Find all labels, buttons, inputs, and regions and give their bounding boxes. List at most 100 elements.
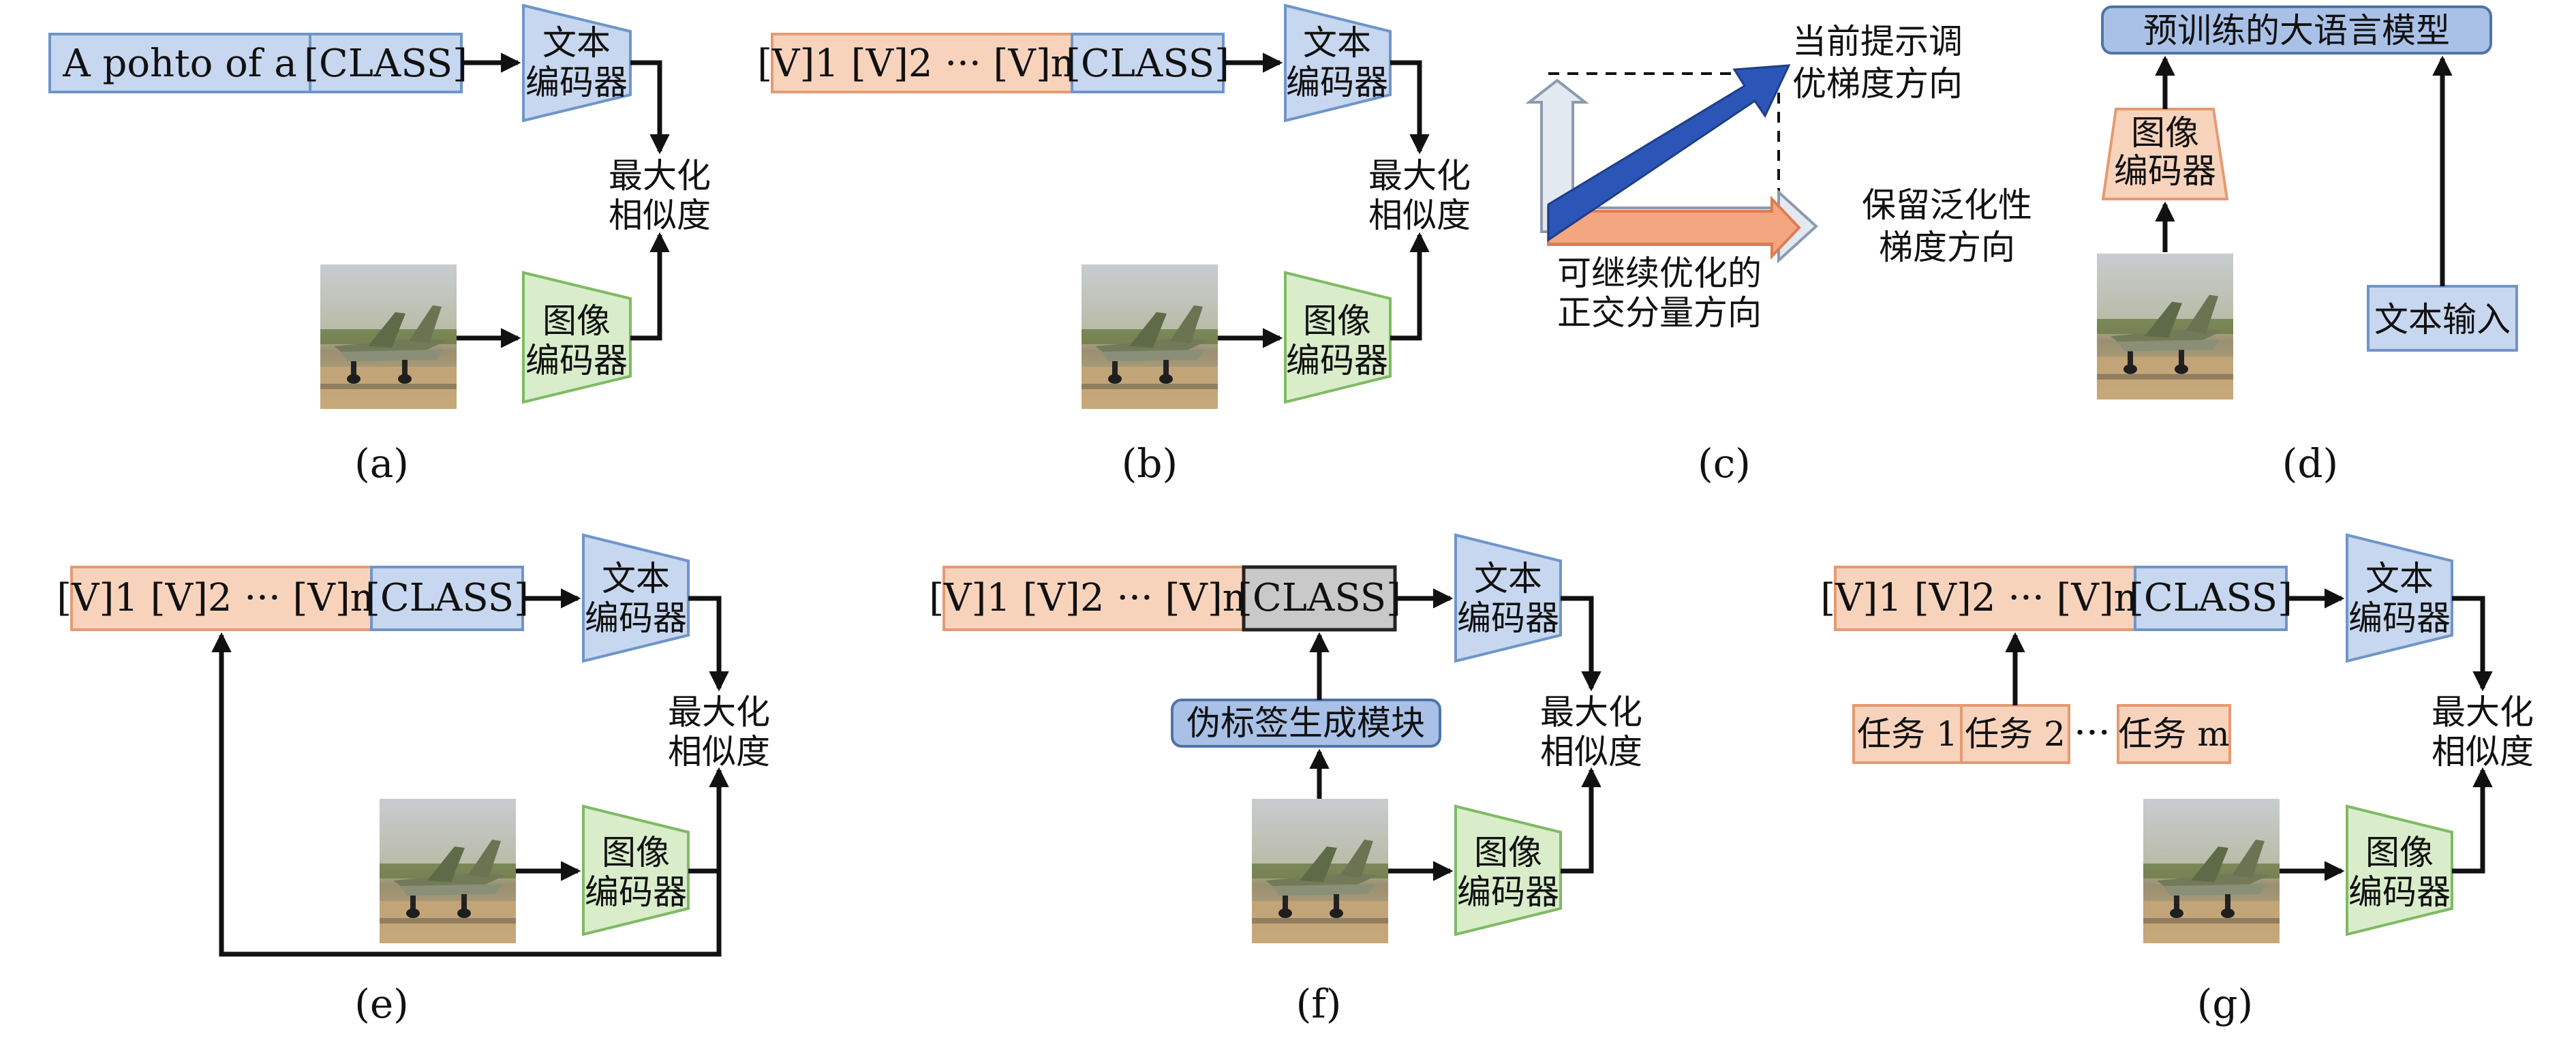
prompt-box	[48, 33, 311, 93]
task-1-box	[1852, 704, 1963, 764]
image-encoder-label-2: 编码器	[2114, 151, 2216, 191]
image-encoder-label-2: 编码器	[1457, 872, 1559, 912]
image-encoder-label: 图像	[602, 833, 670, 872]
maxsim-label: 最大化	[1540, 692, 1642, 732]
maxsim-label: 最大化	[668, 692, 770, 732]
text-encoder-label-2: 编码器	[1457, 598, 1559, 638]
task-2-box	[1960, 704, 2070, 764]
text-encoder-label: 文本	[2365, 559, 2434, 598]
image-encoder	[2346, 804, 2453, 936]
current-gradient-label: 当前提示调	[1792, 22, 1963, 61]
context-tokens: [V]1 [V]2 ··· [V]m	[1820, 576, 2150, 620]
class-box	[2134, 566, 2288, 631]
class-token: [CLASS]	[2129, 576, 2293, 620]
maxsim-label: 最大化	[609, 156, 711, 196]
panel-g: [V]1 [V]2 ··· [V]m [CLASS] 文本 编码器 最大化 相似…	[1820, 533, 2534, 1027]
context-tokens-box	[942, 566, 1245, 631]
caption-g: (g)	[2197, 981, 2253, 1027]
image-encoder-label: 图像	[2365, 833, 2434, 872]
image-encoder-label-2: 编码器	[1286, 341, 1388, 380]
panel-a: A pohto of a [CLASS] 文本 编码器 最大化 相似度 图像 编…	[48, 3, 711, 487]
maxsim-label: 最大化	[2432, 692, 2534, 732]
context-tokens: [V]1 [V]2 ··· [V]m	[57, 576, 386, 620]
class-token: [CLASS]	[1238, 576, 1401, 620]
task-ellipsis: ···	[2074, 711, 2110, 755]
image-encoder-d	[2101, 108, 2229, 200]
current-gradient-label-2: 优梯度方向	[1792, 64, 1963, 104]
text-encoder	[1454, 533, 1562, 663]
airplane-photo-icon	[2143, 799, 2280, 943]
panel-b: [V]1 [V]2 ··· [V]m [CLASS] 文本 编码器 最大化 相似…	[757, 3, 1471, 487]
image-encoder-label: 图像	[1474, 833, 1542, 872]
image-encoder-label-2: 编码器	[585, 872, 687, 912]
class-token: [CLASS]	[365, 576, 529, 620]
image-encoder-label-2: 编码器	[2348, 872, 2451, 912]
text-encoder-label: 文本	[542, 23, 611, 63]
maxsim-label-2: 相似度	[2432, 732, 2534, 772]
maxsim-label-2: 相似度	[668, 732, 770, 772]
image-encoder-label-2: 编码器	[525, 341, 628, 380]
caption-c: (c)	[1698, 440, 1751, 487]
text-encoder-label-2: 编码器	[525, 63, 628, 102]
keep-general-label: 保留泛化性	[1862, 185, 2032, 225]
class-box	[309, 33, 463, 93]
llm-label: 预训练的大语言模型	[2143, 11, 2450, 50]
caption-d: (d)	[2282, 440, 2338, 487]
maxsim-label-2: 相似度	[1540, 732, 1642, 772]
text-encoder	[582, 533, 690, 663]
task-m-box	[2117, 704, 2231, 764]
text-input-label: 文本输入	[2374, 300, 2511, 339]
text-encoder-label-2: 编码器	[585, 598, 687, 638]
caption-e: (e)	[354, 981, 409, 1027]
class-token: [CLASS]	[304, 42, 467, 86]
task-m-label: 任务 m	[2118, 714, 2229, 754]
panel-c: 当前提示调 优梯度方向 保留泛化性 梯度方向 可继续优化的 正交分量方向 (c)	[1525, 22, 2032, 487]
caption-b: (b)	[1122, 440, 1178, 487]
class-token: [CLASS]	[1066, 42, 1229, 86]
image-encoder-label: 图像	[1303, 301, 1371, 341]
image-encoder-label: 图像	[542, 301, 611, 341]
airplane-photo-icon	[1082, 264, 1218, 409]
caption-a: (a)	[354, 440, 409, 487]
pseudo-label-text: 伪标签生成模块	[1186, 703, 1425, 743]
text-encoder	[1284, 3, 1392, 123]
panel-f: [V]1 [V]2 ··· [V]m [CLASS] 文本 编码器 最大化 相似…	[929, 533, 1642, 1027]
text-encoder-label-2: 编码器	[1286, 63, 1388, 102]
llm-box	[2101, 5, 2492, 55]
context-tokens-box	[771, 33, 1073, 93]
image-encoder-label: 图像	[2131, 113, 2199, 153]
airplane-photo-icon	[1252, 799, 1388, 943]
pseudo-label-module	[1171, 699, 1441, 748]
image-encoder	[522, 271, 632, 404]
caption-f: (f)	[1296, 981, 1342, 1027]
image-encoder	[582, 804, 690, 936]
context-tokens: [V]1 [V]2 ··· [V]m	[929, 576, 1259, 620]
task-2-label: 任务 2	[1965, 714, 2066, 754]
orthogonal-arrow	[1547, 196, 1801, 260]
text-encoder	[2346, 533, 2453, 663]
image-encoder	[1454, 804, 1562, 936]
keep-general-label-2: 梯度方向	[1879, 228, 2015, 267]
maxsim-label-2: 相似度	[609, 196, 711, 235]
orthogonal-label: 可继续优化的	[1557, 254, 1762, 293]
context-tokens: [V]1 [V]2 ··· [V]m	[757, 42, 1087, 86]
text-encoder-label: 文本	[1474, 559, 1542, 598]
text-encoder-label-2: 编码器	[2348, 598, 2451, 638]
orthogonal-label-2: 正交分量方向	[1557, 293, 1762, 333]
current-gradient-arrow	[1547, 64, 1791, 242]
context-tokens-box	[70, 566, 373, 631]
airplane-photo-icon	[2097, 254, 2233, 400]
image-encoder	[1284, 271, 1392, 404]
maxsim-label: 最大化	[1368, 156, 1471, 196]
maxsim-label-2: 相似度	[1368, 196, 1471, 235]
text-encoder-label: 文本	[602, 559, 670, 598]
task-1-label: 任务 1	[1857, 714, 1958, 754]
prompt-text: A pohto of a	[62, 42, 297, 86]
context-tokens-box	[1834, 566, 2136, 631]
class-box	[1071, 33, 1225, 93]
panel-e: [V]1 [V]2 ··· [V]m [CLASS] 文本 编码器 最大化 相似…	[57, 533, 770, 1027]
airplane-photo-icon	[320, 264, 457, 409]
text-encoder	[522, 3, 632, 123]
